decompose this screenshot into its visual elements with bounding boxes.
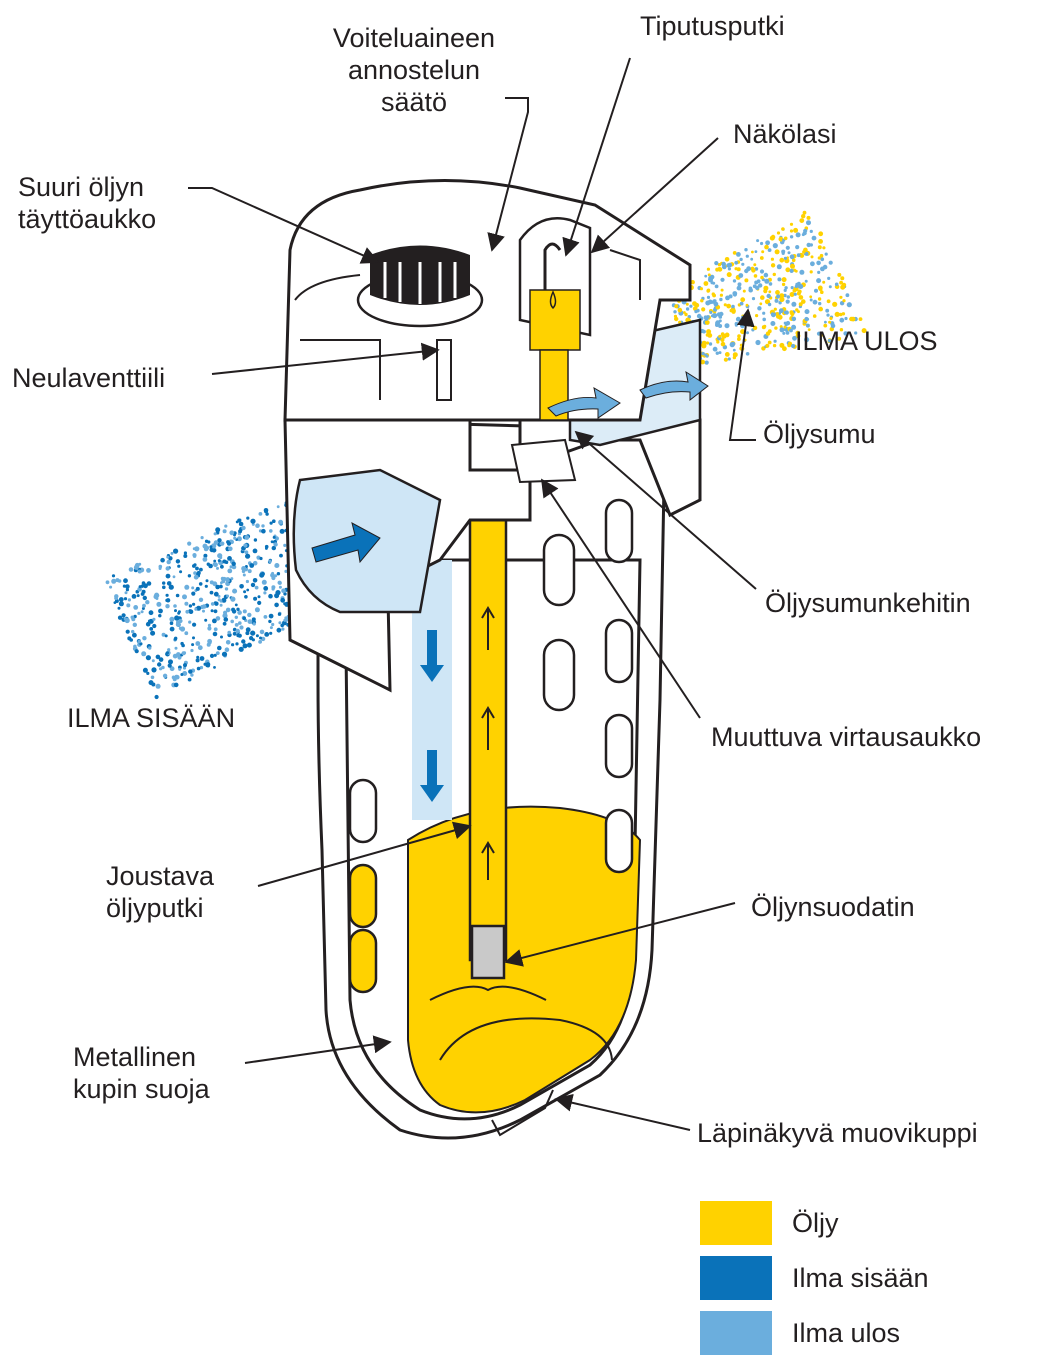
label-mist-generator: Öljysumunkehitin <box>765 588 971 618</box>
air-in-arrow <box>311 522 381 564</box>
label-drip-tube: Tiputusputki <box>640 11 785 41</box>
label-lubricant-dosing-adjustment: Voiteluaineen annostelun säätö <box>332 23 496 117</box>
label-oil-filter: Öljynsuodatin <box>751 892 915 922</box>
bowl-bottom-notch <box>491 1089 554 1137</box>
needle-valve <box>436 339 452 401</box>
legend-label-oil: Öljy <box>792 1208 839 1238</box>
legend-label-air-out: Ilma ulos <box>792 1318 901 1348</box>
oil-filter <box>470 924 506 980</box>
oil-drop <box>549 290 557 310</box>
legend-swatch-air-out <box>700 1311 772 1355</box>
suction-swirl <box>429 985 547 1001</box>
label-oil-fill-port: Suuri öljyn täyttöaukko <box>18 172 157 234</box>
guard-slots <box>348 498 634 994</box>
oil-flow-arrows <box>481 606 495 880</box>
housing-cap <box>283 178 692 422</box>
label-air-in: ILMA SISÄÄN <box>67 703 236 733</box>
label-flexible-oil-tube: Joustava öljyputki <box>106 861 215 923</box>
air-out-arrow <box>547 387 621 419</box>
label-sight-glass: Näkölasi <box>733 119 837 149</box>
air-out-arrow-2 <box>639 370 709 402</box>
label-oil-mist: Öljysumu <box>763 419 876 449</box>
label-air-out: ILMA ULOS <box>795 326 938 356</box>
oil-reservoir <box>407 805 642 1114</box>
label-needle-valve: Neulaventtiili <box>12 363 166 393</box>
leader-lines <box>188 57 757 1131</box>
label-metal-bowl-guard: Metallinen kupin suoja <box>73 1042 210 1104</box>
label-transparent-plastic-cup: Läpinäkyvä muovikuppi <box>697 1118 978 1148</box>
legend-swatch-air-in <box>700 1256 772 1300</box>
fill-cap-ribs <box>383 262 457 304</box>
legend-label-air-in: Ilma sisään <box>792 1263 929 1293</box>
legend-swatch-oil <box>700 1201 772 1245</box>
air-down-arrows <box>420 630 444 802</box>
oil-swirl <box>439 1017 613 1061</box>
mist-generator <box>510 438 577 484</box>
drip-tube <box>543 242 562 290</box>
housing-inner-lines <box>294 249 641 400</box>
label-variable-orifice: Muuttuva virtausaukko <box>711 722 982 752</box>
